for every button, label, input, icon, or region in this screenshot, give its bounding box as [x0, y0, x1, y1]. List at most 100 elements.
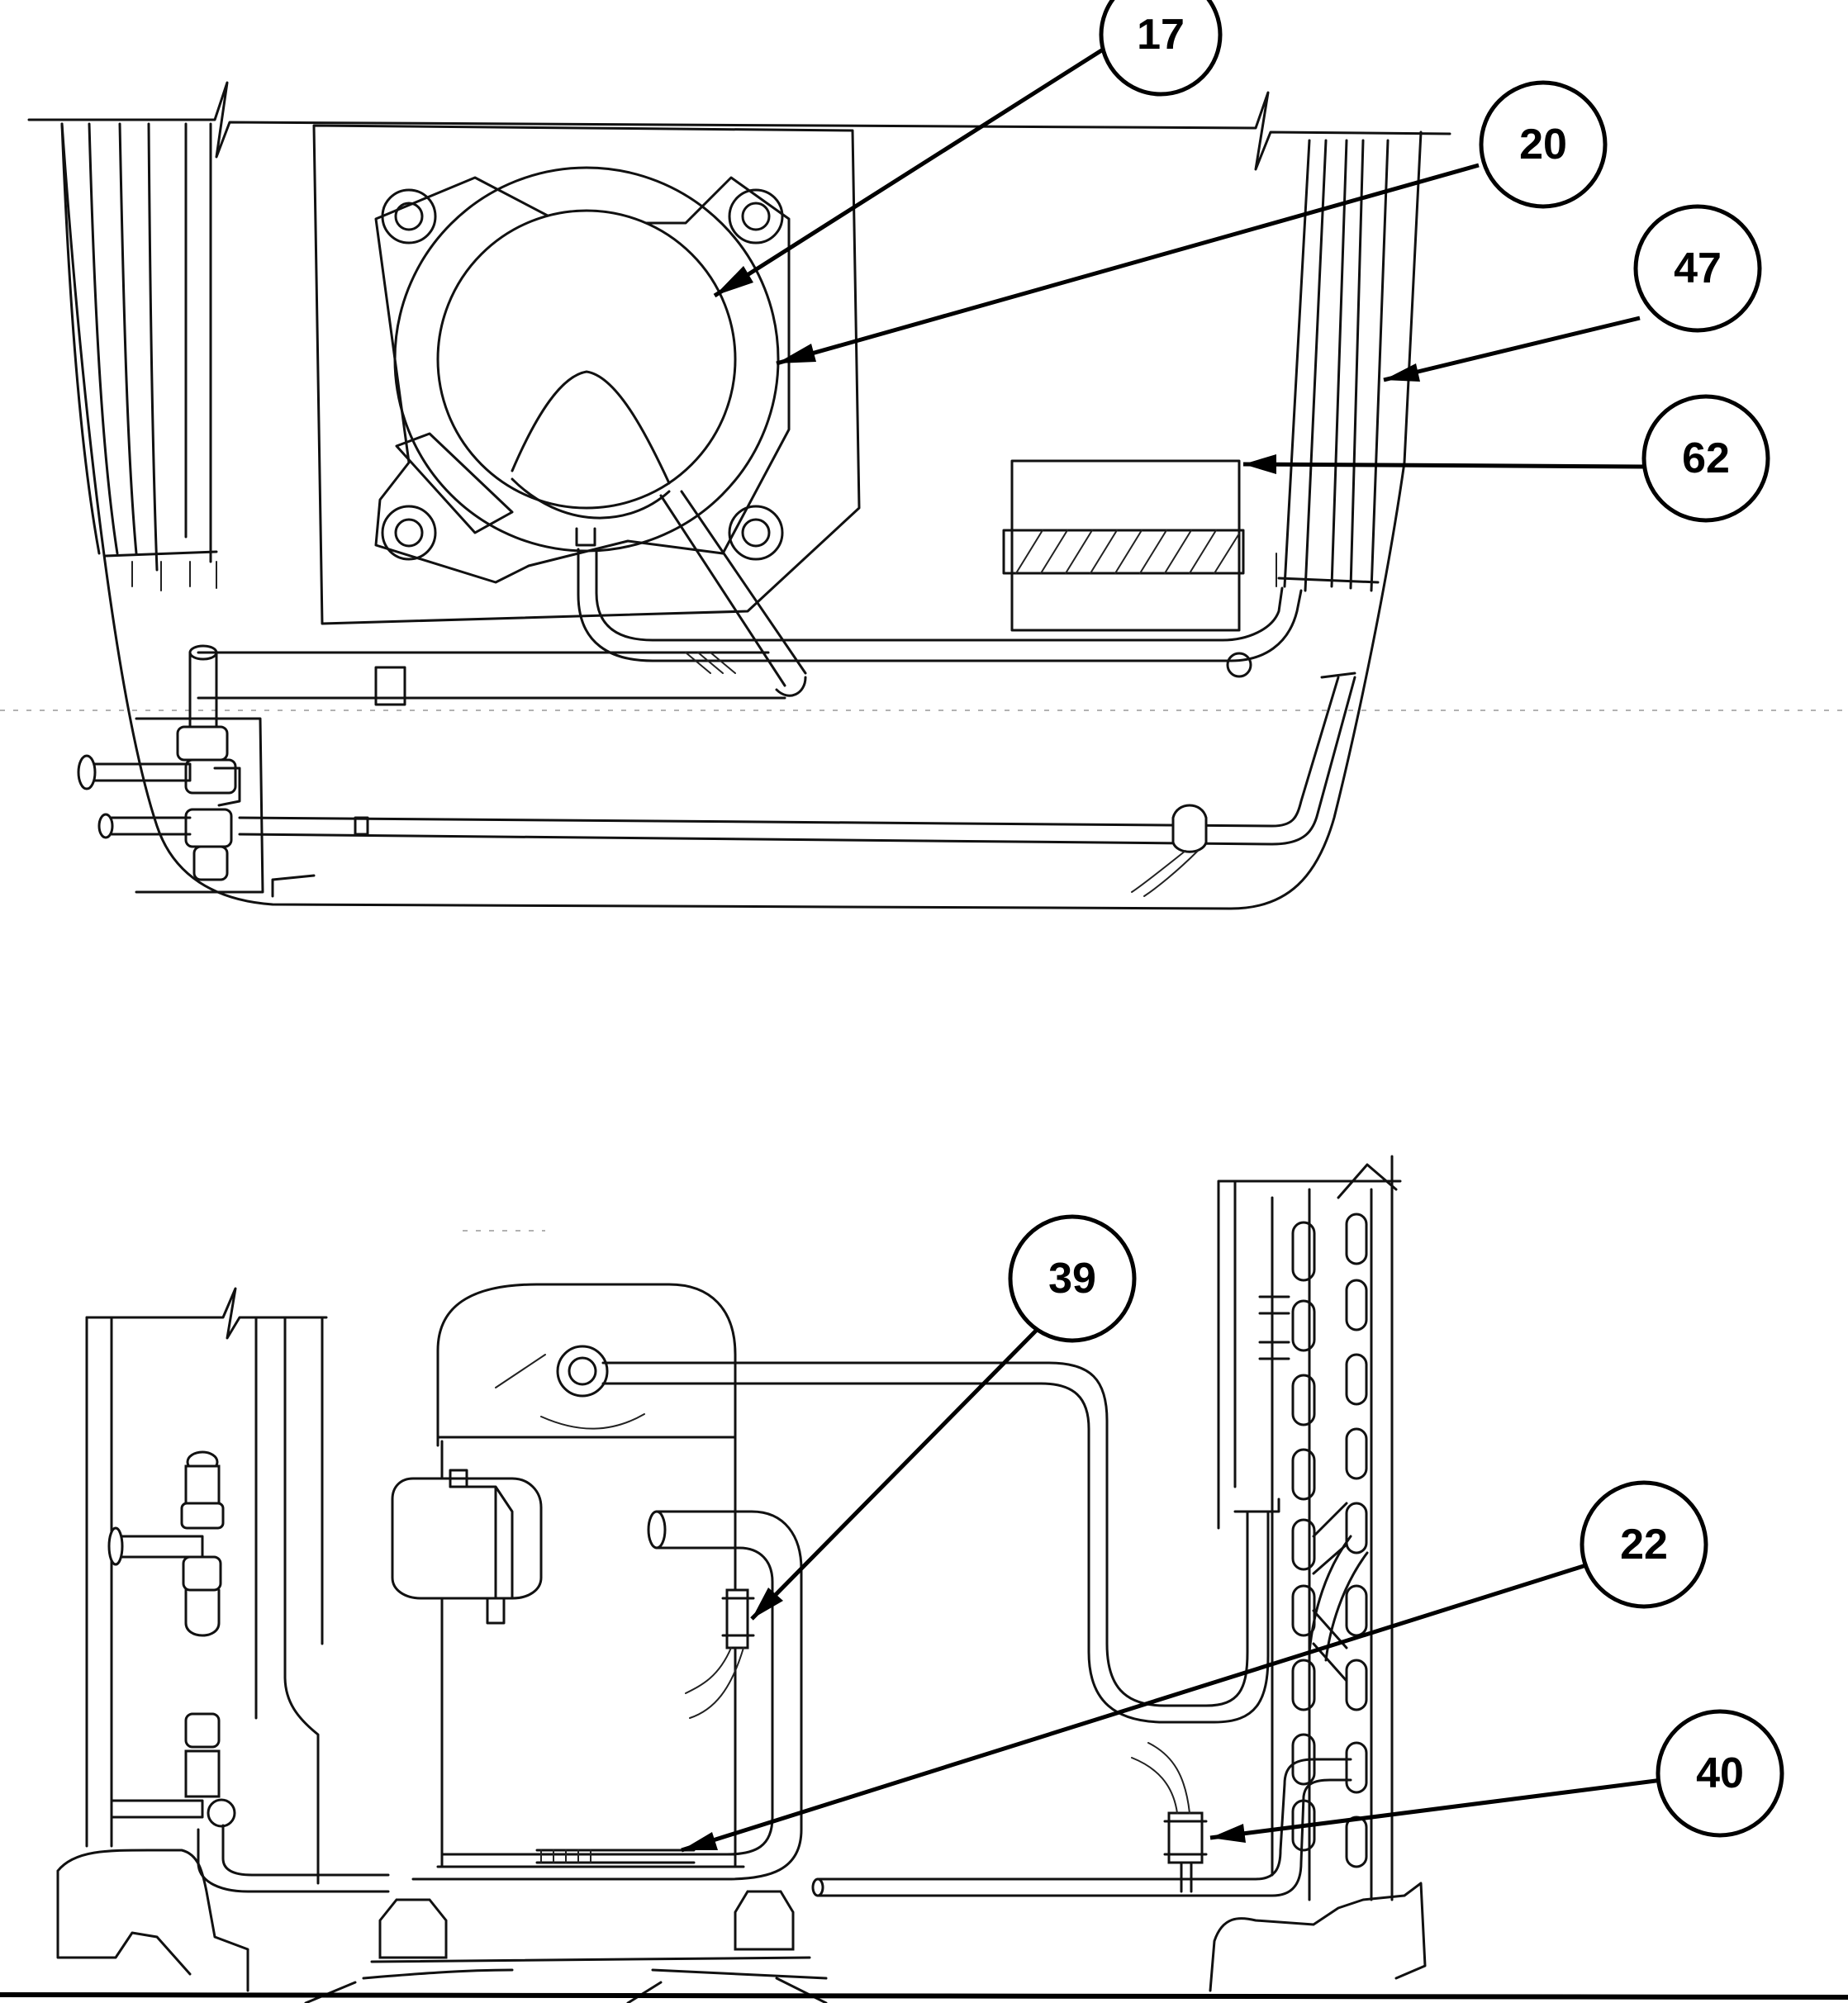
control-box — [1010, 459, 1241, 632]
suction-valve-body — [182, 1555, 222, 1592]
crankcase-heater — [535, 1849, 696, 1864]
arrowhead-20 — [777, 344, 816, 363]
liquid-line-to-compressor — [197, 1828, 390, 1893]
leader-47 — [1383, 316, 1641, 382]
coil-tube — [1349, 139, 1365, 590]
crankcase-heater-ribs — [540, 1849, 591, 1863]
coil-tube — [118, 122, 138, 555]
liquid-line-to-compressor — [221, 1824, 390, 1877]
callout-17: 17 — [1099, 0, 1223, 97]
suction-valve-bottom — [184, 1588, 221, 1637]
suction-valve-body — [184, 758, 237, 795]
leader-40 — [1209, 1778, 1663, 1840]
top-view — [27, 81, 1451, 910]
coil-return-bends — [1312, 1502, 1348, 1683]
discharge-dome — [511, 370, 671, 485]
callout-47-label: 47 — [1674, 244, 1722, 292]
suction-line — [595, 548, 1284, 642]
suction-valve-flare — [213, 767, 241, 807]
liquid-line-end — [1320, 672, 1356, 679]
discharge-end — [775, 676, 807, 697]
leader-62 — [1242, 462, 1647, 469]
callout-22-label: 22 — [1620, 1521, 1668, 1569]
coil-tube — [1304, 139, 1328, 592]
arrowhead-40 — [1210, 1824, 1246, 1843]
coil-distributor-tube — [1308, 1535, 1369, 1662]
terminal-bracket — [395, 432, 514, 534]
liquid-line — [238, 676, 1356, 846]
coil-tube — [60, 122, 101, 555]
liquid-valve-body — [184, 1749, 221, 1798]
leader-22 — [681, 1563, 1587, 1853]
terminal-box-stud — [449, 1469, 468, 1488]
suction-valve-stem — [81, 762, 192, 782]
sensor-39-clip — [725, 1588, 749, 1649]
control-box-band — [1002, 529, 1245, 575]
compressor-top-dome — [436, 209, 737, 510]
liquid-valve-port — [207, 1798, 236, 1828]
bolt-hole — [728, 188, 784, 244]
discharge-line — [659, 490, 807, 687]
compressor-dome-marks — [495, 1354, 645, 1430]
compressor-top — [436, 1283, 737, 1447]
arrowhead-39 — [752, 1588, 783, 1619]
liquid-valve-cap — [184, 1712, 221, 1749]
compressor-base-band — [436, 1853, 745, 1868]
liquid-valve-port — [97, 813, 114, 839]
coil-end-plate-arrow — [1337, 1163, 1398, 1199]
base-rail-right — [1209, 1882, 1427, 1992]
coil-end-plate — [1217, 1179, 1402, 1877]
leader-lines — [681, 47, 1663, 1853]
valve-panel — [135, 717, 264, 894]
suction-inlet — [647, 1510, 667, 1550]
arrowhead-22 — [682, 1832, 718, 1850]
control-box-hatch — [1015, 529, 1240, 574]
top-break-line — [27, 81, 1451, 171]
ground-line — [0, 1992, 1848, 2000]
wire-hatch — [685, 652, 736, 674]
arrowhead-47 — [1384, 363, 1420, 382]
suction-valve-cap-body — [184, 1464, 221, 1505]
compressor-base-plate — [362, 1956, 828, 1980]
coil-slots — [1291, 1213, 1368, 1868]
mounting-plate — [312, 124, 861, 625]
compressor-foot — [378, 1898, 448, 1959]
suction-line — [655, 1546, 774, 1856]
compressor-outer-shell — [393, 166, 780, 553]
line-set-upper — [197, 651, 786, 700]
discharge-line-joint — [1233, 1498, 1280, 1513]
base-plate-edges — [304, 1977, 828, 2003]
liquid-valve-stem — [102, 816, 192, 836]
bolt-hole — [381, 505, 437, 561]
discharge-port-inner — [568, 1356, 597, 1386]
coil-tube — [1330, 139, 1348, 588]
discharge-base — [511, 477, 671, 520]
left-cabinet-side — [85, 1316, 113, 1848]
valve-panel-side — [254, 1316, 324, 1885]
liquid-line — [816, 1778, 1352, 1897]
suction-valve-port — [107, 1526, 124, 1566]
coil-header — [104, 550, 218, 558]
liquid-line — [816, 1758, 1352, 1881]
liquid-line-coupling — [354, 816, 369, 836]
sensor-wires — [1131, 850, 1199, 897]
terminal-box-cover — [449, 1485, 514, 1600]
liquid-valve-body — [184, 808, 233, 848]
bottom-view — [0, 1155, 1848, 2003]
suction-valve-nut — [180, 1502, 225, 1530]
bolt-hole — [381, 188, 437, 244]
compressor-foot — [734, 1890, 795, 1951]
arrowhead-62 — [1243, 454, 1276, 474]
coil-tube-stubs — [1258, 1295, 1290, 1360]
discharge-port — [556, 1345, 609, 1398]
left-break-line — [85, 1287, 328, 1340]
callout-62-label: 62 — [1682, 434, 1730, 482]
sensor-39-wires — [685, 1647, 744, 1719]
callout-62: 62 — [1641, 394, 1770, 523]
coil-tube — [1370, 139, 1390, 592]
base-pan-outline — [60, 122, 1423, 910]
callout-40: 40 — [1656, 1709, 1784, 1838]
arrowhead-17 — [715, 266, 753, 296]
callout-17-label: 17 — [1137, 11, 1185, 59]
callout-22: 22 — [1580, 1480, 1708, 1609]
